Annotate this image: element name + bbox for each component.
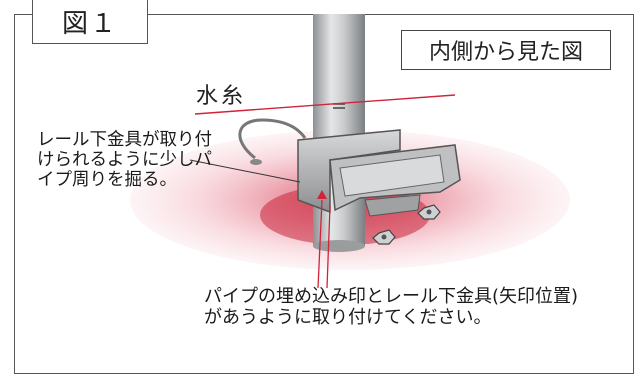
bottom-leader-line-2: [326, 205, 331, 289]
excavation-note: レール下金具が取り付けられるように少しパイプ周りを掘る。: [37, 130, 212, 190]
bracket-icon: [297, 129, 461, 217]
arrow-mark-icon: [317, 190, 327, 199]
pipe-base: [313, 240, 365, 252]
hook-wire: [238, 118, 307, 160]
level-string: [194, 94, 456, 115]
left-leader-line: [189, 159, 301, 183]
level-line-label: 水糸: [196, 84, 247, 109]
bolt-icon: [372, 204, 441, 245]
bottom-leader-line-1: [317, 199, 323, 289]
pipe-icon: [313, 14, 365, 246]
alignment-note: パイプの埋め込み印とレール下金具(矢印位置)があうように取り付けてください。: [204, 286, 579, 328]
figure-tab-label: 図１: [32, 0, 148, 44]
view-label: 内側から見た図: [401, 30, 611, 70]
